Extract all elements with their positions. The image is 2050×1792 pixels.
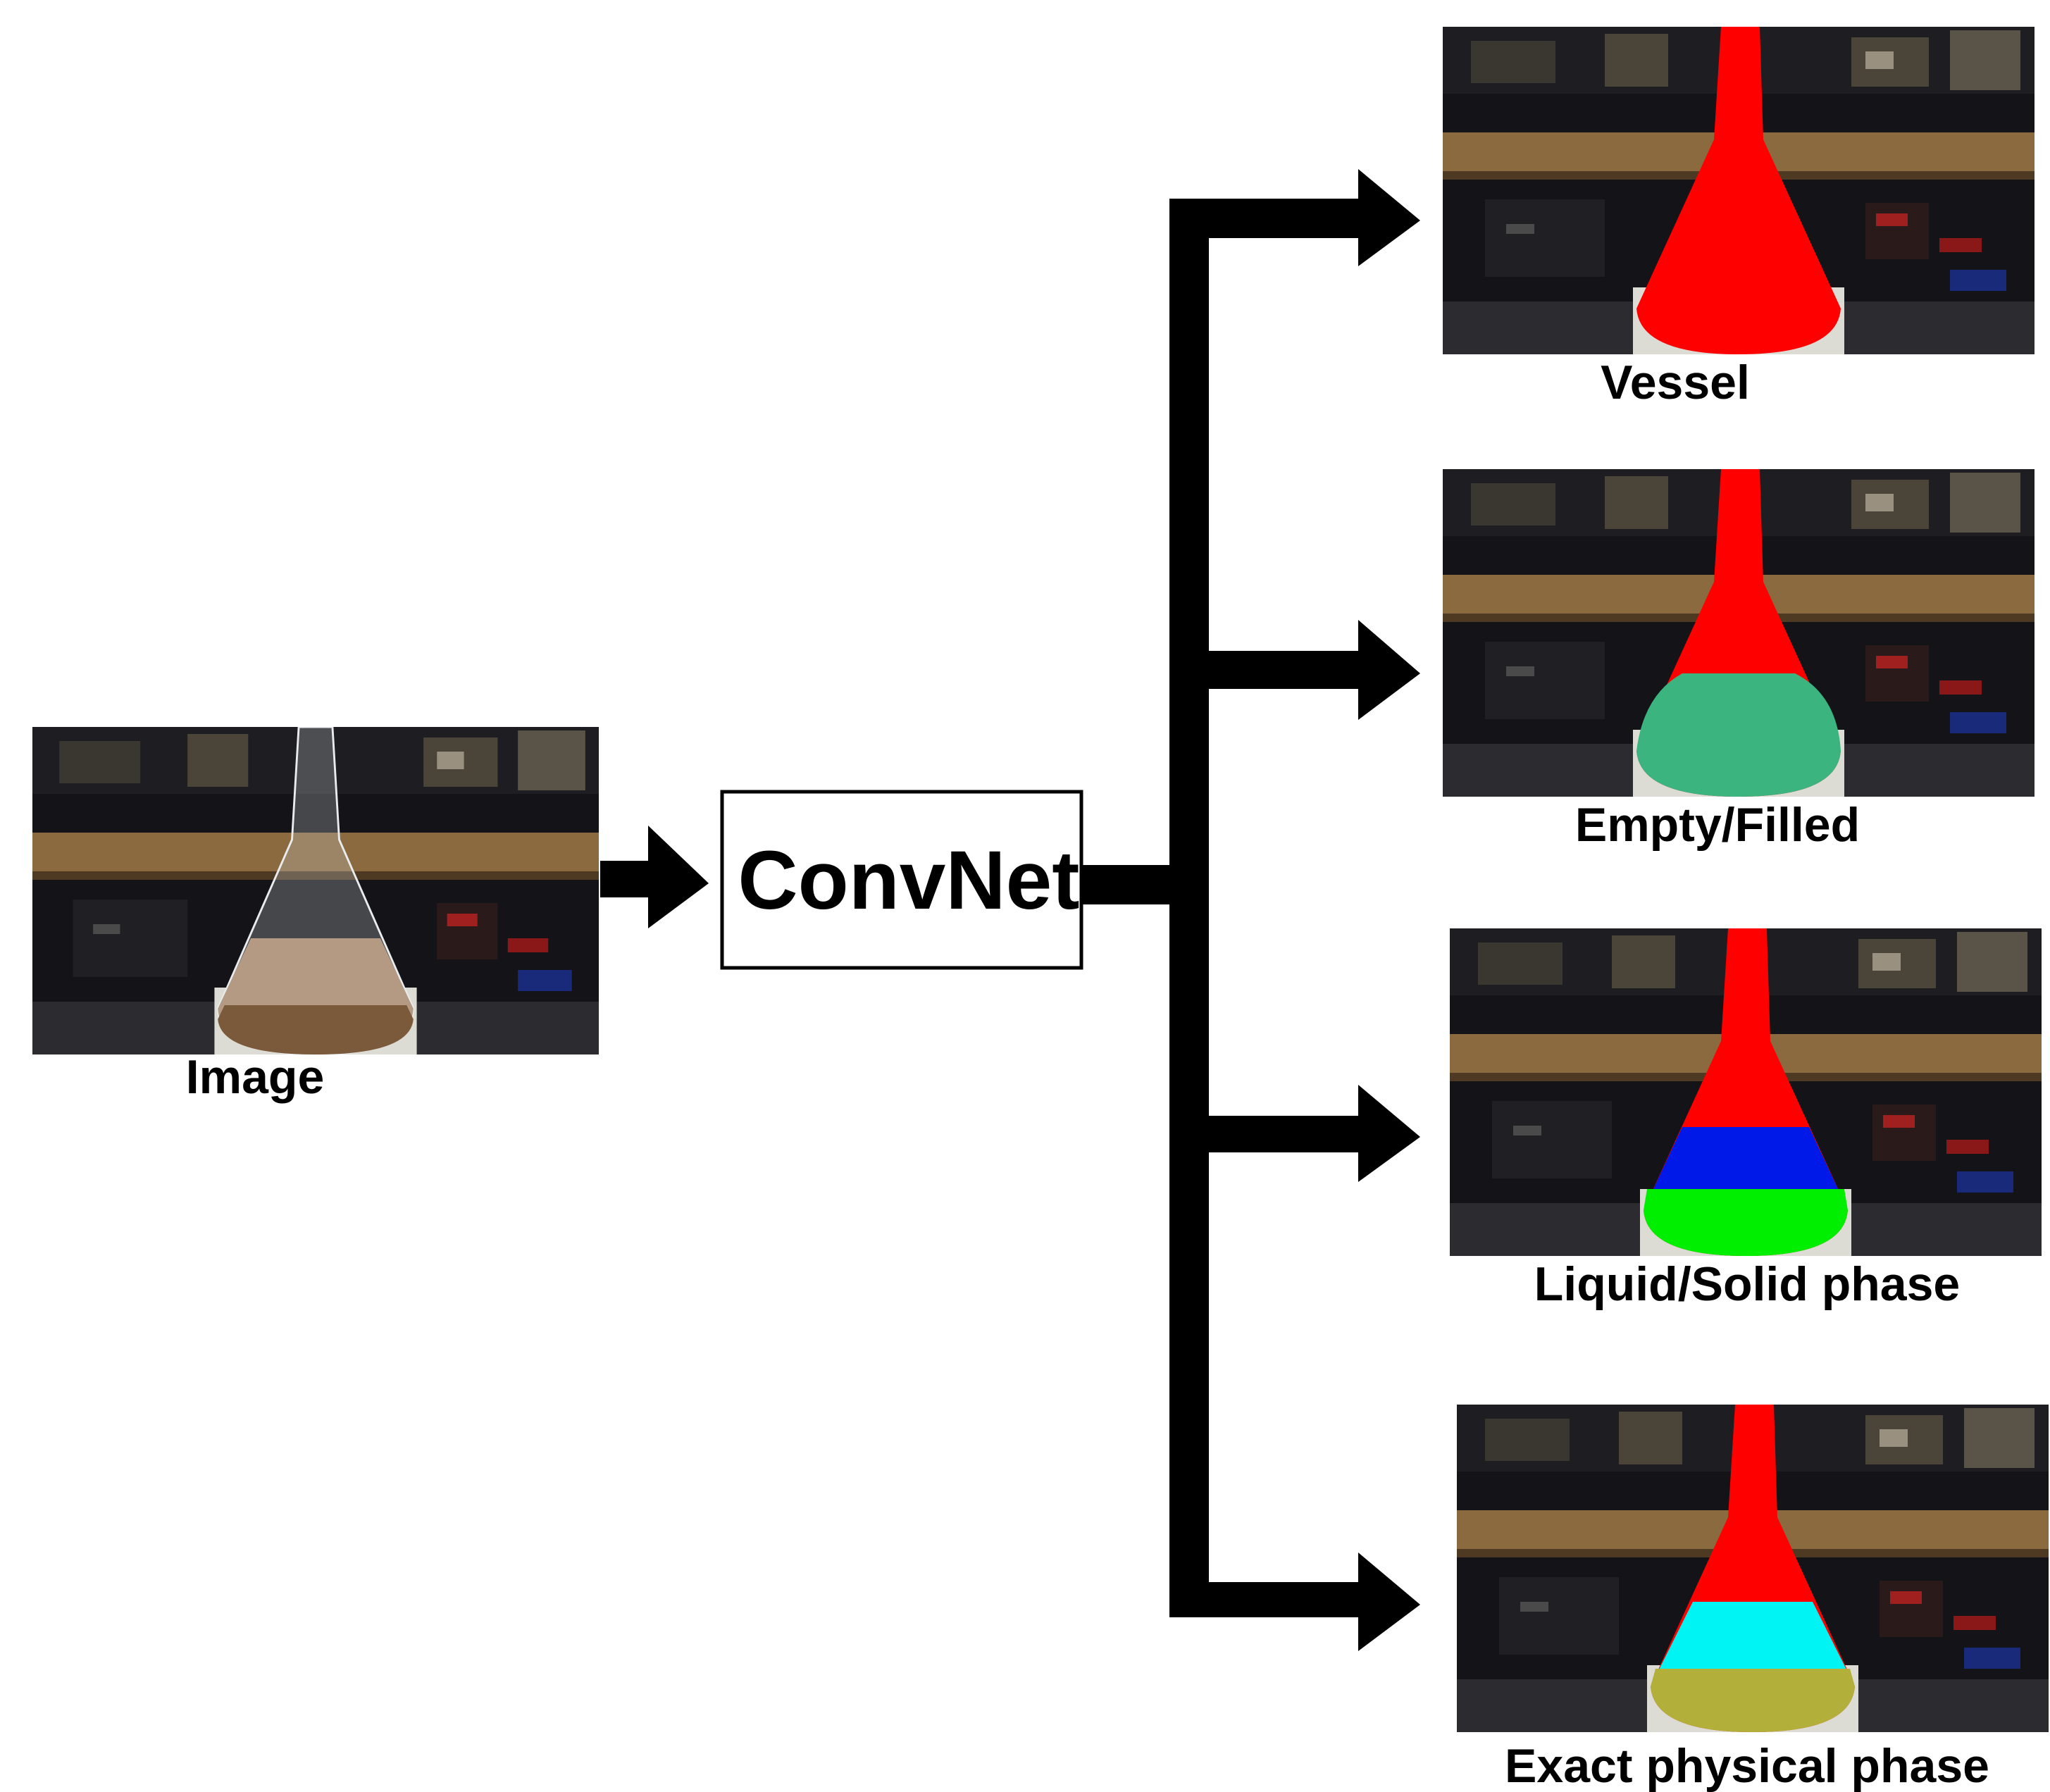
exact-phase-lower-mask	[1651, 1669, 1855, 1732]
input-label: Image	[186, 1050, 325, 1104]
arrow-to-vessel	[1169, 169, 1420, 266]
arrow-to-exact-phase	[1169, 1553, 1420, 1651]
connector-line	[1082, 865, 1174, 904]
vessel-mask	[1636, 27, 1841, 354]
input-photo	[32, 727, 599, 1054]
output-empty-filled-photo	[1443, 469, 2035, 797]
output-exact-phase-photo	[1457, 1405, 2049, 1732]
solid-mask	[1644, 1189, 1848, 1256]
flask-sediment	[218, 1005, 414, 1054]
branch-bus	[1169, 199, 1209, 1617]
exact-phase-upper-mask	[1651, 1602, 1855, 1686]
output-vessel-label: Vessel	[1601, 356, 1750, 409]
output-empty-filled-label: Empty/Filled	[1575, 798, 1860, 852]
convnet-label: ConvNet	[738, 834, 1079, 927]
output-liquid-solid-label: Liquid/Solid phase	[1534, 1257, 1960, 1311]
output-liquid-solid-photo	[1450, 928, 2042, 1256]
filled-mask	[1636, 673, 1841, 797]
arrow-to-empty-filled	[1205, 620, 1420, 720]
output-vessel-photo	[1443, 27, 2035, 354]
arrow-to-convnet	[600, 826, 709, 928]
convnet-box	[720, 790, 1083, 970]
arrow-to-liquid-solid	[1205, 1085, 1420, 1182]
output-exact-phase-label: Exact physical phase	[1505, 1739, 1989, 1792]
